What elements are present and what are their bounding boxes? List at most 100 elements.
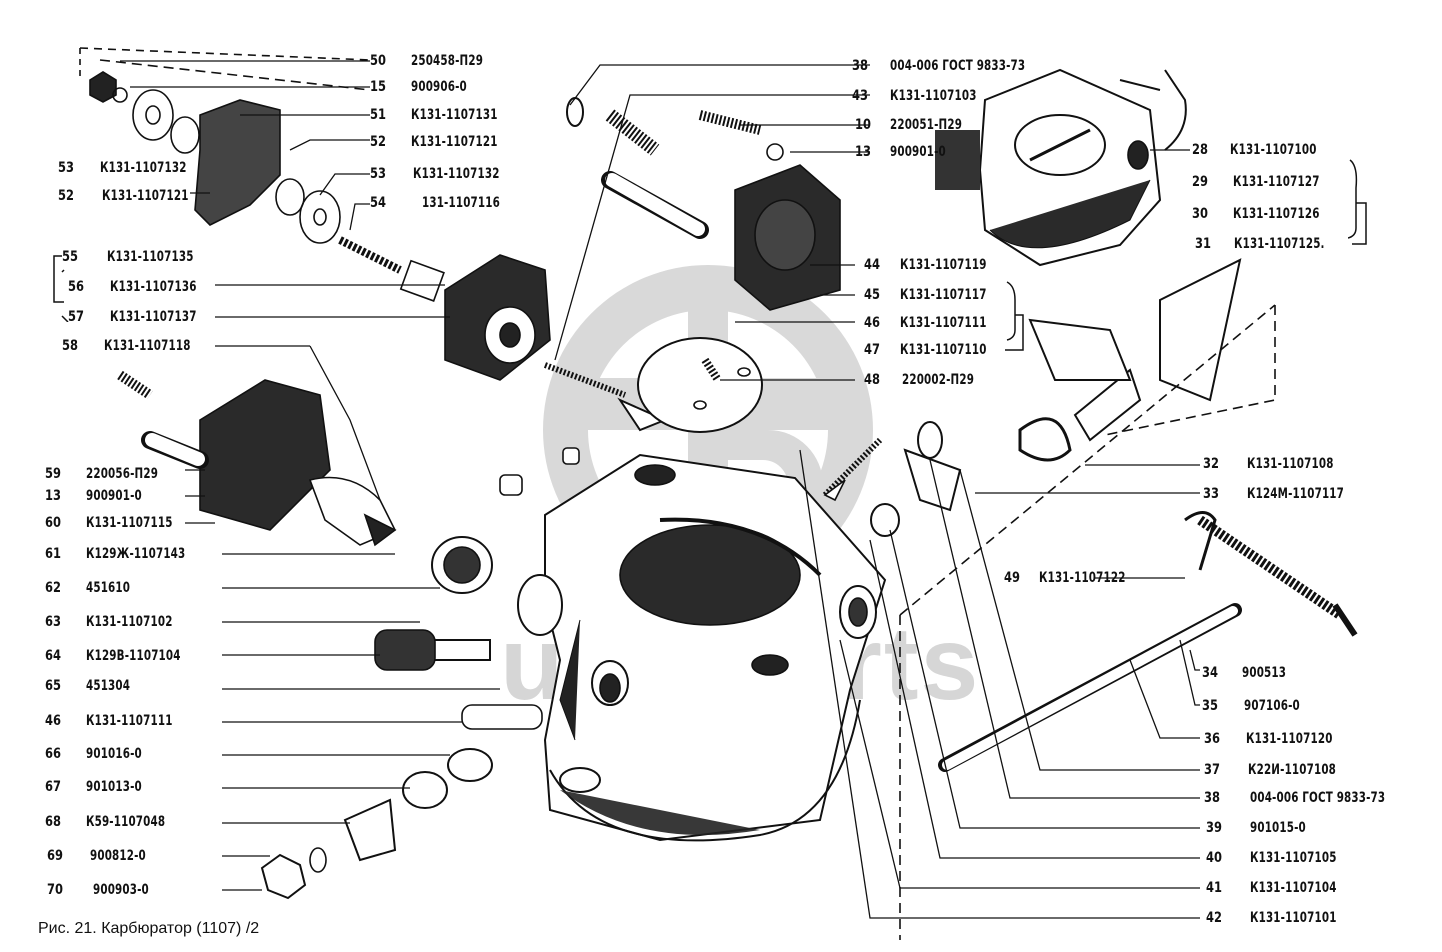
callout-part-number: К131-1107136 (110, 279, 197, 295)
callout-ref: 63 (45, 614, 61, 630)
callout-ref: 60 (45, 515, 61, 531)
callout-ref: 32 (1203, 456, 1219, 472)
callout-ref: 62 (45, 580, 61, 596)
callout-ref: 66 (45, 746, 61, 762)
callout-part-number: К131-1107103 (890, 88, 977, 104)
callout-ref: 64 (45, 648, 61, 664)
callout-ref: 35 (1202, 698, 1218, 714)
callout-part-number: К131-1107101 (1250, 910, 1337, 926)
callout-ref: 56 (68, 279, 84, 295)
callout-ref: 10 (855, 117, 871, 133)
callout-part-number: К131-1107111 (900, 315, 987, 331)
callout-ref: 59 (45, 466, 61, 482)
callout-part-number: К131-1107117 (900, 287, 987, 303)
callout-part-number: К131-1107110 (900, 342, 987, 358)
callout-ref: 15 (370, 79, 386, 95)
callout-part-number: К131-1107108 (1247, 456, 1334, 472)
callout-ref: 13 (45, 488, 61, 504)
callout-ref: 69 (47, 848, 63, 864)
callout-ref: 39 (1206, 820, 1222, 836)
callout-part-number: К131-1107105 (1250, 850, 1337, 866)
callout-part-number: 900901-0 (86, 488, 142, 504)
callout-ref: 68 (45, 814, 61, 830)
throttle-shaft-assembly (870, 258, 1358, 940)
callout-part-number: К131-1107100 (1230, 142, 1317, 158)
callout-ref: 47 (864, 342, 880, 358)
callout-part-number: К124М-1107117 (1247, 486, 1345, 502)
callout-ref: 48 (864, 372, 880, 388)
callout-part-number: К131-1107118 (104, 338, 191, 354)
callout-ref: 57 (68, 309, 84, 325)
callout-part-number: К131-1107104 (1250, 880, 1337, 896)
callout-ref: 46 (864, 315, 880, 331)
callout-part-number: К131-1107115 (86, 515, 173, 531)
callout-ref: 54 (370, 195, 386, 211)
callout-ref: 42 (1206, 910, 1222, 926)
callout-part-number: К22И-1107108 (1248, 762, 1337, 778)
callout-part-number: К131-1107121 (102, 188, 189, 204)
callout-ref: 70 (47, 882, 63, 898)
callout-part-number: К131-1107125. (1234, 236, 1325, 252)
callout-part-number: К131-1107119 (900, 257, 987, 273)
callout-part-number: К131-1107132 (100, 160, 187, 176)
callout-part-number: К131-1107132 (413, 166, 500, 182)
callout-ref: 58 (62, 338, 78, 354)
callout-ref: 37 (1204, 762, 1220, 778)
economizer-assembly (117, 370, 397, 547)
group-bracket-left (53, 255, 69, 322)
callout-part-number: 901013-0 (86, 779, 142, 795)
callout-ref: 38 (1204, 790, 1220, 806)
callout-part-number: 900906-0 (411, 79, 467, 95)
callout-ref: 34 (1202, 665, 1218, 681)
callout-ref: 40 (1206, 850, 1222, 866)
callout-ref: 55 (62, 249, 78, 265)
callout-ref: 30 (1192, 206, 1208, 222)
diaphragm-assembly (79, 47, 500, 302)
callout-part-number: К131-1107122 (1039, 570, 1126, 586)
callout-part-number: К129Ж-1107143 (86, 546, 186, 562)
callout-part-number: К131-1107111 (86, 713, 173, 729)
callout-part-number: К131-1107127 (1233, 174, 1320, 190)
callout-part-number: 220056-П29 (86, 466, 159, 482)
callout-ref: 31 (1195, 236, 1211, 252)
callout-part-number: 451304 (86, 678, 131, 694)
callout-part-number: К131-1107102 (86, 614, 173, 630)
callout-part-number: К131-1107137 (110, 309, 197, 325)
figure-caption: Рис. 21. Карбюратор (1107) /2 (38, 920, 260, 937)
callout-part-number: 901015-0 (1250, 820, 1306, 836)
callout-ref: 67 (45, 779, 61, 795)
callout-part-number: 907106-0 (1244, 698, 1300, 714)
callout-ref: 53 (58, 160, 74, 176)
callout-part-number: 250458-П29 (411, 53, 484, 69)
callout-ref: 49 (1004, 570, 1020, 586)
callout-ref: 53 (370, 166, 386, 182)
callout-part-number: 131-1107116 (422, 195, 500, 211)
callout-ref: 65 (45, 678, 61, 694)
callout-ref: 61 (45, 546, 61, 562)
callout-part-number: 451610 (86, 580, 131, 596)
callout-part-number: К59-1107048 (86, 814, 166, 830)
callout-part-number: 901016-0 (86, 746, 142, 762)
group-bracket-center (1005, 281, 1024, 351)
callout-ref: 51 (370, 107, 386, 123)
callout-part-number: 220002-П29 (902, 372, 975, 388)
callout-ref: 29 (1192, 174, 1208, 190)
throttle-body (935, 68, 1187, 267)
jets-and-fittings (260, 536, 543, 900)
callout-part-number: К131-1107135 (107, 249, 194, 265)
callout-part-number: К131-1107131 (411, 107, 498, 123)
callout-part-number: К131-1107120 (1246, 731, 1333, 747)
callout-part-number: К131-1107121 (411, 134, 498, 150)
callout-ref: 36 (1204, 731, 1220, 747)
callout-ref: 38 (852, 58, 868, 74)
callout-ref: 50 (370, 53, 386, 69)
callout-part-number: 900903-0 (93, 882, 149, 898)
callout-part-number: 900513 (1242, 665, 1287, 681)
carburetor-body (517, 453, 887, 842)
pump-cover (444, 97, 841, 381)
needle-and-disc (499, 337, 883, 502)
callout-part-number: К131-1107126 (1233, 206, 1320, 222)
callout-part-number: К129В-1107104 (86, 648, 181, 664)
callout-ref: 28 (1192, 142, 1208, 158)
